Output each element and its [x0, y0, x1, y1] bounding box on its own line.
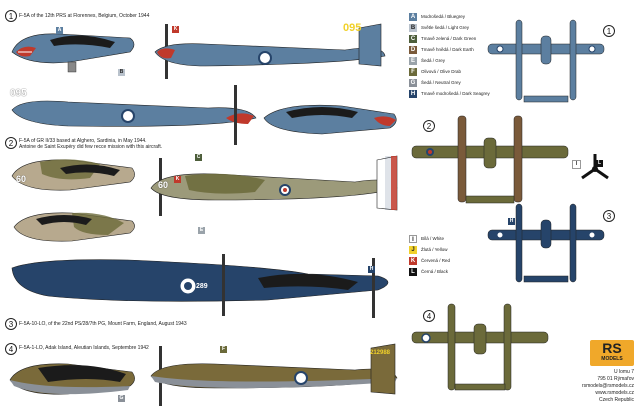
plan-2-number: 2: [423, 120, 435, 132]
scheme-4-fuselage-left-view: [150, 343, 398, 406]
scheme-2-badge-c: C: [195, 154, 202, 161]
scheme-2-badge-e: E: [198, 227, 205, 234]
scheme-3-fuselage-code: 289: [196, 283, 208, 290]
plan-3-top-view: [487, 203, 605, 283]
scheme-1-badge-k: K: [172, 26, 179, 33]
scheme-1-badge-a: A: [56, 27, 63, 34]
logo-bottom-text: MODELS: [601, 356, 623, 362]
rs-models-logo: RS MODELS: [590, 340, 634, 366]
legend-swatch: K: [409, 257, 417, 265]
legend-label: Tmavě modrošedá / Dark Seagrey: [421, 91, 490, 96]
scheme-3-right-view: [11, 254, 389, 318]
scheme-2-number: 2: [5, 137, 17, 149]
scheme-2-caption: F-5A of GR II/33 based at Alghero, Sardi…: [19, 138, 147, 144]
plan-badge-h: H: [508, 218, 515, 225]
plan-badge-i: I: [572, 160, 581, 169]
manufacturer-address-1: U lomu 7: [613, 369, 634, 375]
scheme-1-nose-right-view: [263, 104, 397, 135]
legend-swatch: E: [409, 57, 417, 65]
legend-label: Červená / Red: [421, 258, 451, 263]
legend-swatch: L: [409, 268, 417, 276]
legend-label: Světle šedá / Light Grey: [421, 25, 470, 30]
legend-label: Olivová / Olive Drab: [421, 69, 462, 74]
scheme-2-nose-right-view: [13, 212, 135, 242]
manufacturer-country: Czech Republic: [598, 397, 634, 403]
legend-label: Bílá / White: [421, 236, 445, 241]
plan-badge-l: L: [596, 160, 603, 167]
legend-swatch: G: [409, 79, 417, 87]
plan-2-top-view: [411, 115, 569, 204]
scheme-2-nose-code: 60: [16, 174, 27, 184]
scheme-2-caption-note: Antoine de Saint Exupéry did few recce m…: [19, 144, 163, 150]
scheme-4-badge-f: F: [220, 346, 227, 353]
plan-3-number: 3: [603, 210, 615, 222]
scheme-1-top-code: 095: [10, 88, 27, 99]
legend-label: Modrošedá / Bluegrey: [421, 14, 466, 19]
plan-4-top-view: [411, 303, 549, 391]
scheme-4-number: 4: [5, 343, 17, 355]
legend-label: Černá / Black: [421, 269, 449, 274]
legend-swatch: C: [409, 35, 417, 43]
plan-1-number: 1: [603, 25, 615, 37]
legend-label: Šedá / Neutral Grey: [421, 80, 461, 85]
legend-swatch: H: [409, 90, 417, 98]
legend-swatch: J: [409, 246, 417, 254]
legend-label: Žlutá / Yellow: [421, 247, 448, 252]
scheme-1-number: 1: [5, 10, 17, 22]
legend-label: Tmavě hnědá / Dark Earth: [421, 47, 474, 52]
scheme-4-nose-left-view: [9, 363, 135, 395]
legend-label: Šedá / Grey: [421, 58, 446, 63]
manufacturer-email: rsmodels@rsmodels.cz: [581, 383, 634, 389]
scheme-2-badge-k: K: [174, 176, 181, 183]
scheme-2-fuselage-left-view: [150, 155, 398, 216]
legend-swatch: F: [409, 68, 417, 76]
legend-swatch: B: [409, 24, 417, 32]
legend-swatch: I: [409, 235, 417, 243]
scheme-1-tail-code: 095: [343, 22, 362, 34]
legend-swatch: A: [409, 13, 417, 21]
scheme-2-fuselage-code: 60: [158, 180, 169, 190]
manufacturer-website: www.rsmodels.cz: [595, 390, 634, 396]
legend-swatch: D: [409, 46, 417, 54]
manufacturer-address-2: 795 01 Rýmařov: [597, 376, 634, 382]
propeller-icon: [581, 154, 609, 180]
scheme-4-badge-g: G: [118, 395, 125, 402]
scheme-3-number: 3: [5, 318, 17, 330]
scheme-1-right-view: [11, 85, 257, 145]
legend-label: Tmavě zelená / Dark Green: [421, 36, 477, 41]
plan-4-number: 4: [423, 310, 435, 322]
plan-1-top-view: [487, 19, 605, 103]
scheme-1-nose-left-view: [11, 33, 135, 73]
scheme-3-badge-h: H: [368, 266, 375, 273]
scheme-3-caption: F-5A-10-LO, of the 22nd PS/28/7th PG, Mo…: [19, 321, 187, 327]
scheme-2-nose-left-view: [11, 159, 135, 191]
scheme-4-caption: F-5A-1-LO, Adak Island, Aleutian Islands…: [19, 345, 149, 351]
scheme-1-badge-b: B: [118, 69, 125, 76]
scheme-4-tail-code: 212988: [370, 350, 391, 356]
scheme-1-caption: F-5A of the 12th PRS at Florennes, Belgi…: [19, 13, 150, 19]
logo-top-text: RS: [602, 340, 622, 356]
scheme-1-fuselage-left-view: [154, 23, 386, 79]
